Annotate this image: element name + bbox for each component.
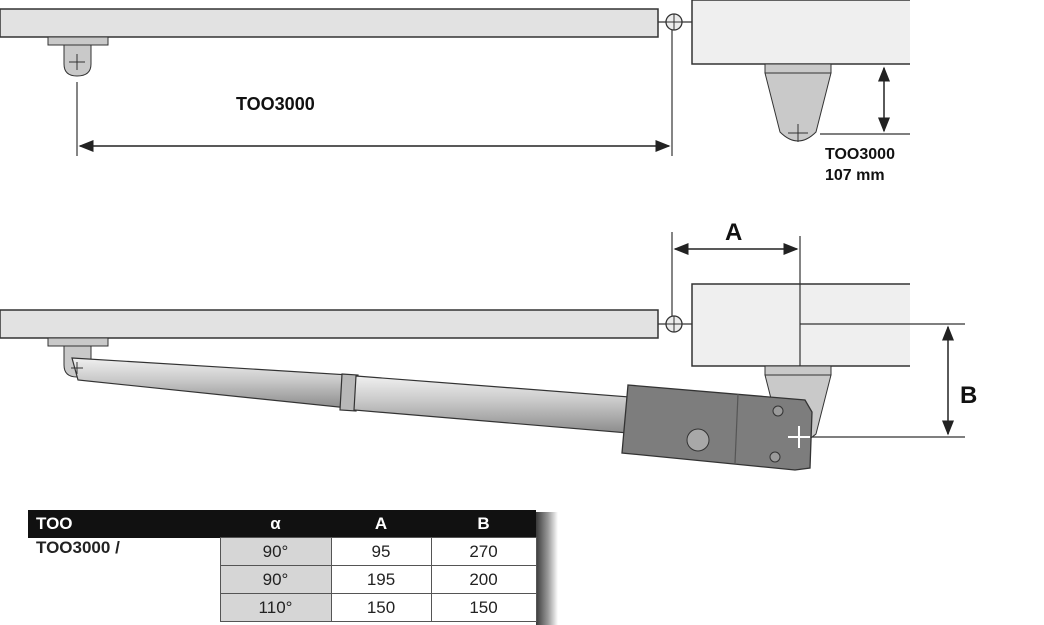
motor-housing: [621, 384, 813, 471]
dimension-a-label: A: [725, 219, 742, 246]
side-offset-label: 107 mm: [825, 167, 885, 184]
front-bracket-top: [764, 63, 832, 142]
table-row: 110° 150 150: [28, 593, 537, 622]
table-row: TOO3000 / 90° 95 270: [28, 537, 537, 622]
alpha-cell: 90°: [219, 537, 332, 566]
top-dimension-label: TOO3000: [236, 94, 315, 114]
side-model-label: TOO3000: [825, 146, 895, 163]
table-shadow: [536, 512, 558, 625]
screw-icon: [772, 405, 784, 417]
spec-table: TOO α A B TOO3000 / 90° 95 270 90° 195 2…: [28, 510, 537, 622]
b-cell: 270: [430, 537, 537, 566]
hinge-icon: [665, 315, 683, 333]
rear-bracket-top: [47, 36, 109, 77]
actuator-arm: [71, 357, 631, 434]
pillar-bottom: [691, 283, 910, 367]
spec-table-wrap: TOO α A B TOO3000 / 90° 95 270 90° 195 2…: [28, 510, 537, 625]
a-cell: 95: [330, 537, 432, 566]
bottom-view: A B: [0, 219, 977, 471]
release-knob-icon: [686, 428, 710, 452]
header-a: A: [331, 510, 431, 538]
screw-icon: [769, 451, 781, 463]
a-cell: 150: [330, 593, 432, 622]
b-cell: 150: [430, 593, 537, 622]
header-alpha: α: [220, 510, 331, 538]
header-model: TOO: [28, 510, 220, 538]
hinge-icon: [665, 13, 683, 31]
pillar-top: [691, 0, 910, 65]
top-view: TOO3000 TOO3000 107 mm: [0, 0, 910, 184]
alpha-cell: 90°: [219, 565, 332, 594]
gate-leaf-top: [0, 8, 659, 38]
dimension-b-label: B: [960, 382, 977, 409]
alpha-cell: 110°: [219, 593, 332, 622]
table-header-row: TOO α A B: [28, 510, 536, 538]
a-cell: 195: [330, 565, 432, 594]
model-cell: TOO3000 /: [28, 537, 221, 622]
gate-leaf-bottom: [0, 309, 659, 339]
b-cell: 200: [430, 565, 537, 594]
table-row: 90° 195 200: [28, 565, 537, 594]
header-b: B: [431, 510, 536, 538]
